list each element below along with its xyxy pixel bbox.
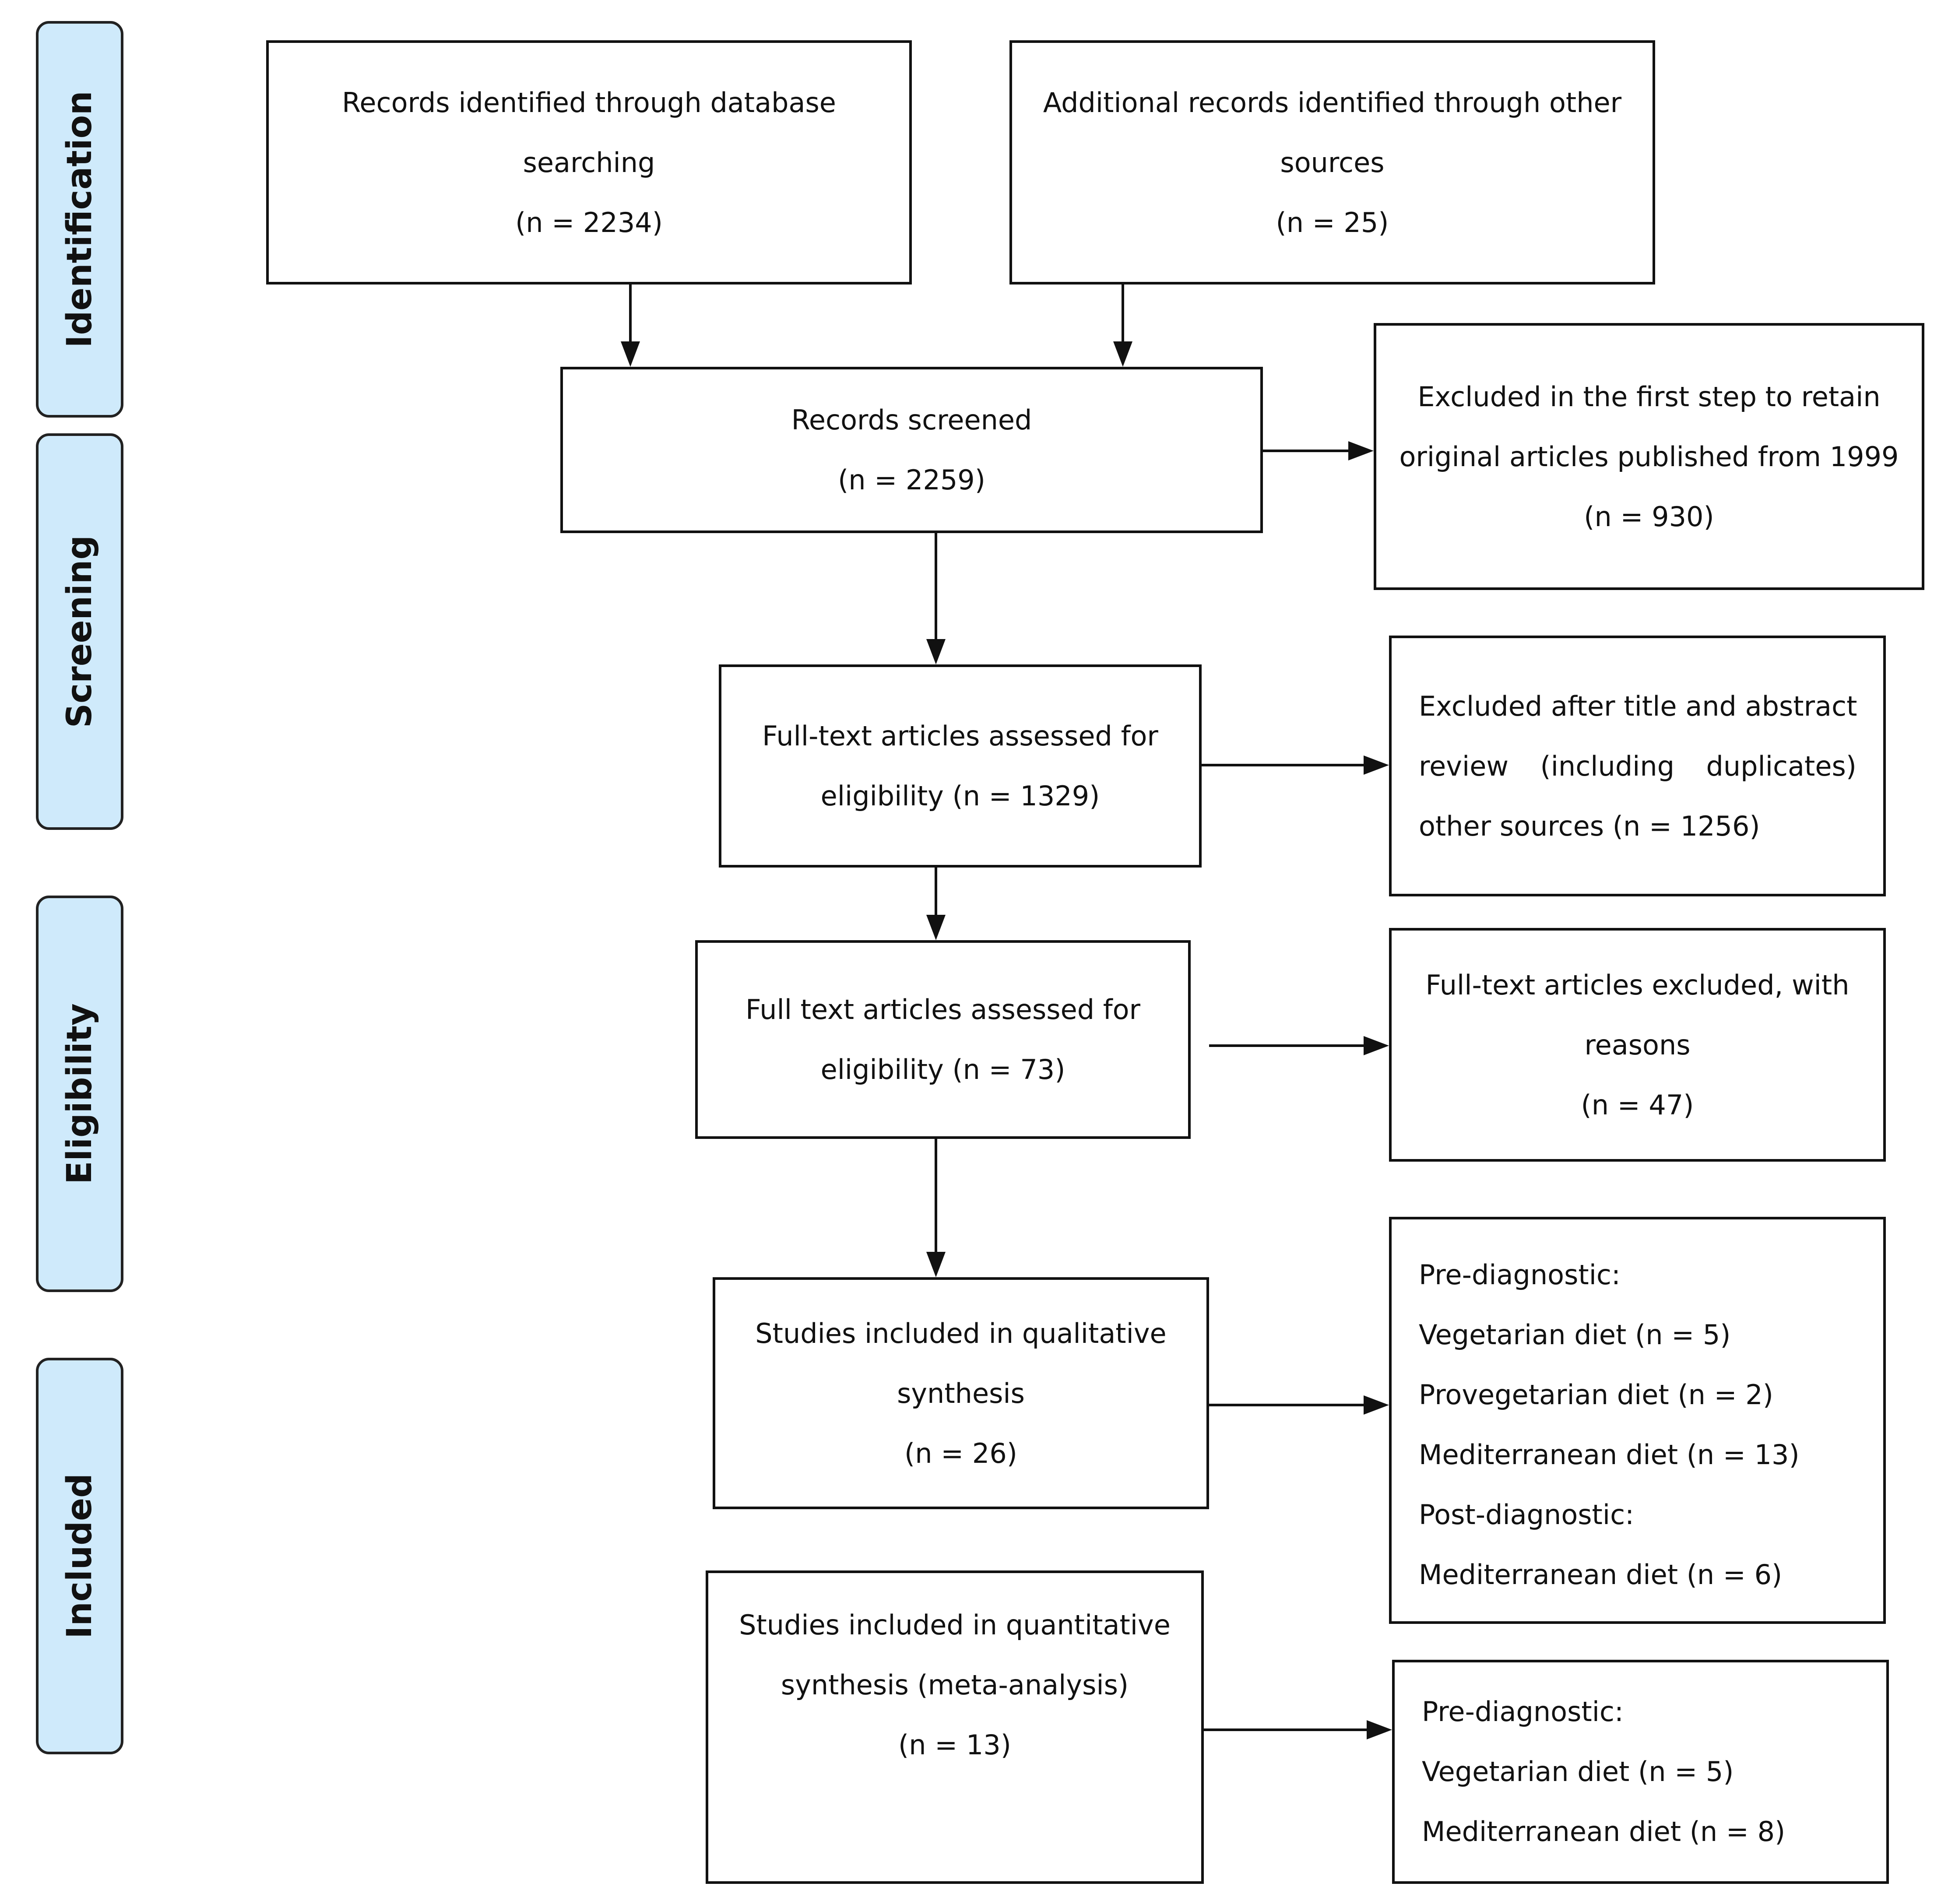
screened-line-1: Records screened <box>791 404 1032 436</box>
quantitative-detail-line-1: Pre-diagnostic: <box>1422 1696 1624 1728</box>
excluded-first-line-2: original articles published from 1999 <box>1399 440 1899 473</box>
box-excluded-first-step: Excluded in the first step to retain ori… <box>1374 323 1924 590</box>
other-sources-line-2: sources <box>1280 146 1385 179</box>
phase-included: Included <box>36 1358 123 1754</box>
quantitative-detail-line-2: Vegetarian diet (n = 5) <box>1422 1756 1734 1788</box>
box-records-screened: Records screened (n = 2259) <box>560 367 1263 533</box>
arrowhead-database <box>621 341 640 367</box>
qualitative-detail-line-3: Provegetarian diet (n = 2) <box>1419 1379 1773 1411</box>
other-sources-line-1: Additional records identified through ot… <box>1043 86 1622 119</box>
excluded-first-count: (n = 930) <box>1584 500 1714 533</box>
excluded-fulltext-count: (n = 47) <box>1581 1089 1694 1121</box>
box-fulltext-excluded: Full-text articles excluded, with reason… <box>1389 928 1886 1162</box>
qualitative-detail-line-2: Vegetarian diet (n = 5) <box>1419 1319 1731 1351</box>
screened-count: (n = 2259) <box>838 464 985 496</box>
phase-identification: Identification <box>36 21 123 418</box>
box-qualitative-synthesis: Studies included in qualitative synthesi… <box>713 1277 1209 1509</box>
database-count: (n = 2234) <box>515 206 663 239</box>
qualitative-detail-line-4: Mediterranean diet (n = 13) <box>1419 1439 1800 1471</box>
quantitative-line-1: Studies included in quantitative <box>739 1609 1171 1641</box>
box-fulltext-assessed-2: Full text articles assessed for eligibil… <box>695 940 1191 1139</box>
excluded-title-line-3: other sources (n = 1256) <box>1419 810 1760 842</box>
box-quantitative-detail: Pre-diagnostic: Vegetarian diet (n = 5) … <box>1392 1660 1889 1884</box>
excluded-title-line-2: review (including duplicates) <box>1419 736 1857 796</box>
arrowhead-excluded-first <box>1348 441 1374 460</box>
qualitative-line-1: Studies included in qualitative <box>755 1317 1167 1349</box>
arrowhead-other <box>1113 341 1132 367</box>
box-database-records: Records identified through database sear… <box>266 40 912 285</box>
qualitative-count: (n = 26) <box>904 1437 1017 1469</box>
arrowhead-qualitative <box>926 1252 946 1277</box>
arrowhead-fulltext2 <box>926 915 946 940</box>
qualitative-line-2: synthesis <box>897 1377 1025 1409</box>
arrowhead-quantitative-detail <box>1367 1720 1392 1739</box>
arrowhead-fulltext1 <box>926 639 946 664</box>
box-quantitative-synthesis: Studies included in quantitative synthes… <box>706 1570 1204 1884</box>
fulltext1-line-2: eligibility (n = 1329) <box>820 780 1100 812</box>
excluded-title-line-1: Excluded after title and abstract <box>1419 690 1857 722</box>
excluded-title-word-including: (including <box>1540 750 1675 782</box>
excluded-title-word-duplicates: duplicates) <box>1706 750 1857 782</box>
quantitative-count: (n = 13) <box>898 1729 1011 1761</box>
arrowhead-excluded-fulltext <box>1364 1036 1389 1055</box>
arrowhead-qualitative-detail <box>1364 1395 1389 1415</box>
box-qualitative-detail: Pre-diagnostic: Vegetarian diet (n = 5) … <box>1389 1217 1886 1624</box>
excluded-first-line-1: Excluded in the first step to retain <box>1417 380 1881 413</box>
fulltext2-line-1: Full text articles assessed for <box>745 994 1141 1026</box>
phase-eligibility: Eligibility <box>36 896 123 1292</box>
qualitative-detail-line-1: Pre-diagnostic: <box>1419 1259 1621 1291</box>
database-line-2: searching <box>523 146 655 179</box>
excluded-title-word-review: review <box>1419 750 1509 782</box>
fulltext2-line-2: eligibility (n = 73) <box>820 1054 1065 1085</box>
excluded-fulltext-line-2: reasons <box>1584 1029 1691 1061</box>
qualitative-detail-line-6: Mediterranean diet (n = 6) <box>1419 1559 1783 1591</box>
box-fulltext-assessed-1: Full-text articles assessed for eligibil… <box>719 664 1202 868</box>
box-other-sources: Additional records identified through ot… <box>1009 40 1655 285</box>
excluded-fulltext-line-1: Full-text articles excluded, with <box>1425 969 1850 1001</box>
fulltext1-line-1: Full-text articles assessed for <box>762 720 1158 752</box>
phase-screening: Screening <box>36 433 123 830</box>
arrowhead-excluded-title <box>1364 755 1389 775</box>
qualitative-detail-line-5: Post-diagnostic: <box>1419 1499 1635 1531</box>
quantitative-detail-line-3: Mediterranean diet (n = 8) <box>1422 1816 1786 1848</box>
quantitative-line-2: synthesis (meta-analysis) <box>781 1669 1129 1701</box>
other-sources-count: (n = 25) <box>1276 206 1389 239</box>
database-line-1: Records identified through database <box>342 86 836 119</box>
box-excluded-title-abstract: Excluded after title and abstract review… <box>1389 636 1886 896</box>
